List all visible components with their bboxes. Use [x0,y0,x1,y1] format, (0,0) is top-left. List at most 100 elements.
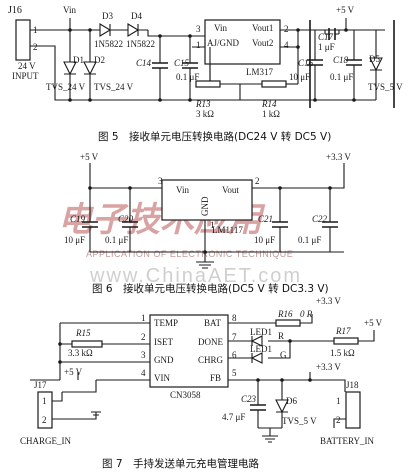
r15-label: R15 [75,328,91,338]
watermark-site: www.ChinaAET.com [89,265,302,287]
figure-5-caption: 图 5 接收单元电压转换电路(DC24 V 转 DC5 V) [98,130,331,143]
d1-symbol [63,61,77,76]
d2-part: TVS_24 V [94,82,134,92]
cn3058-ic [149,314,229,388]
c23-symbol [250,404,266,411]
ic-pin1-name: TEMP [154,318,178,328]
c15-label: C15 [174,58,190,68]
fig6-v33-label: +3.3 V [326,152,351,162]
led1g-label: LED1 [250,344,272,354]
j18-label: J18 [346,380,359,390]
j17-pin1: 1 [42,396,47,406]
figure-7: CN3058 1 TEMP 2 ISET 3 GND 4 VIN 8 BAT 7… [20,296,383,470]
input-voltage: 24 V [18,61,36,71]
fig7-v33a-label: +3.3 V [316,296,341,306]
c20-value: 0.1 μF [105,235,128,245]
c18-symbol [346,59,362,66]
d4-symbol [127,23,140,37]
fig6-v5-label: +5 V [80,152,99,162]
r16-symbol [275,319,301,327]
lm317-p2: 2 [284,24,289,34]
c18-label: C18 [333,55,349,65]
fig7-v33b-label: +3.3 V [316,362,341,372]
c22-symbol [322,221,338,228]
lm317-p4: 4 [284,40,289,50]
r17-label: R17 [335,326,351,336]
ic-pin4-name: VIN [154,373,170,383]
lm317-p1: 1 [196,40,201,50]
j16-connector [15,19,31,61]
j16-pin2: 2 [33,42,38,52]
lm317-vout2: Vout2 [252,38,273,48]
v5-label: +5 V [336,5,355,15]
ic-pin6-num: 6 [232,350,237,360]
j17-pin2: 2 [42,415,47,425]
r17-value: 1.5 kΩ [330,348,355,358]
d6-label: D6 [286,396,297,406]
c23-value: 4.7 μF [222,412,245,422]
ic-pin7-num: 7 [232,332,237,342]
fig5-top-rail [30,29,205,37]
fig7-v5a-label: +5 V [64,367,83,377]
d5-part: TVS_5 V [368,82,403,92]
c17-value: 1 μF [318,42,335,52]
c19-symbol [82,221,98,228]
c15-value: 0.1 μF [176,72,199,82]
c22-value: 0.1 μF [298,235,321,245]
lm1117-name: LM1117 [212,225,243,235]
r13-symbol [195,80,221,88]
led1-red-symbol [250,335,263,347]
fig6-ground [196,252,214,269]
c16-value: 10 μF [289,72,310,82]
r17-symbol [333,337,359,345]
d4-label: D4 [131,11,142,21]
fig7-v5b-label: +5 V [364,318,383,328]
j17-ground [52,392,101,420]
ic-pin3-num: 3 [141,350,146,360]
led1r-color: R [278,331,284,341]
c17-label: C17 [318,32,334,42]
lm317-ic [204,19,281,65]
ic-pin8-name: BAT [204,318,222,328]
r16-label: R16 [277,309,293,319]
c21-value: 10 μF [254,235,275,245]
d5-label: D5 [369,54,380,64]
r14-label: R14 [261,99,277,109]
c18-value: 0.1 μF [330,72,353,82]
ic-pin3-name: GND [154,355,174,365]
ic-pin6-name: CHRG [198,355,224,365]
lm1117-p3: 3 [158,176,163,186]
j18-connector [345,391,361,429]
vin-label: Vin [63,5,76,15]
ic-pin7-name: DONE [198,337,223,347]
j17-label: J17 [34,380,47,390]
d4-part: 1N5822 [126,39,155,49]
d6-part: TVS_5 V [282,416,317,426]
r15-value: 3.3 kΩ [68,348,93,358]
r13-value: 3 kΩ [196,109,214,119]
d5-symbol [369,57,383,72]
figure-7-caption: 图 7 手持发送单元充电管理电路 [102,457,260,470]
figure-5: J16 1 2 24 V INPUT Vin D3 1N5822 D4 1N58… [8,5,403,143]
lm1117-vin: Vin [176,185,189,195]
d3-part: 1N5822 [94,39,123,49]
ic-pin5-name: FB [210,373,221,383]
j16-label: J16 [8,5,22,16]
lm317-vin: Vin [214,23,227,33]
led1g-color: G [280,350,287,360]
d3-symbol [99,23,112,37]
ic-pin2-name: ISET [154,337,174,347]
r16-value: 0 R [300,309,313,319]
lm1117-p1: 1 [210,220,215,230]
c20-symbol [122,221,138,228]
c14-label: C14 [136,58,152,68]
input-label: INPUT [12,71,39,81]
c16-label: C16 [298,58,314,68]
d1-label: D1 [73,55,84,65]
j18-pin1: 1 [336,396,341,406]
r14-value: 1 kΩ [262,109,280,119]
ic-pin1-num: 1 [141,313,146,323]
ic-pin4-num: 4 [141,368,146,378]
r14-symbol [261,80,287,88]
lm1117-p2: 2 [255,176,260,186]
